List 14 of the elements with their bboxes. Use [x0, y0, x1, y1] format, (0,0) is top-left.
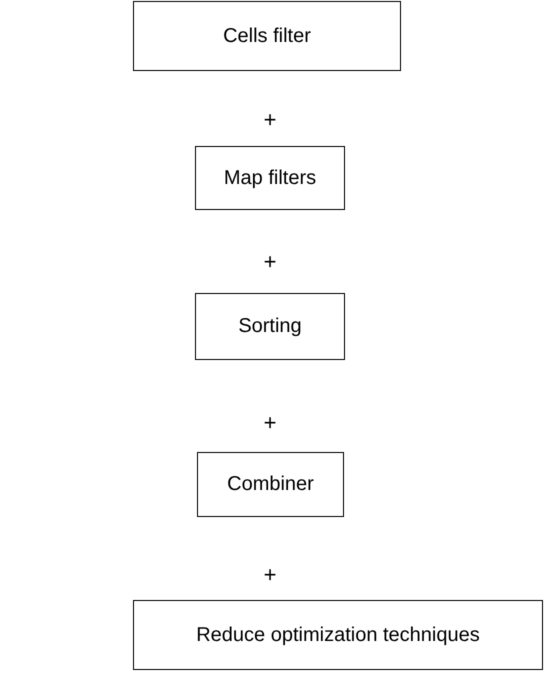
plus-sign: +: [264, 249, 276, 275]
process-box: [195, 146, 345, 210]
box-label: Reduce optimization techniques: [196, 624, 480, 646]
plus-sign: +: [264, 107, 276, 133]
box-label: Combiner: [227, 473, 314, 496]
plus-sign: +: [264, 562, 276, 588]
process-box: [133, 1, 401, 71]
process-box: [133, 600, 543, 670]
process-box: [195, 293, 345, 360]
plus-sign: +: [264, 410, 276, 436]
process-box: [197, 452, 344, 517]
box-label: Cells filter: [223, 24, 311, 48]
box-label: Map filters: [224, 166, 316, 190]
box-label: Sorting: [238, 315, 302, 338]
